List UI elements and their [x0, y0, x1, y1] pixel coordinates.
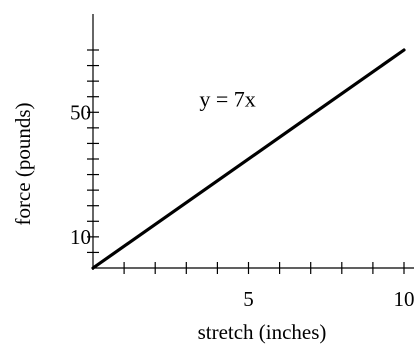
x-tick-label: 5	[243, 287, 254, 311]
axes	[92, 14, 414, 270]
labels: stretch (inches) force (pounds) 5 10 10 50 y…	[11, 86, 415, 344]
x-tick-label: 10	[394, 287, 415, 311]
series-line	[91, 48, 406, 270]
series	[91, 48, 406, 270]
y-tick-label: 50	[70, 100, 91, 124]
y-tick-label: 10	[70, 225, 91, 249]
y-axis-label: force (pounds)	[11, 102, 35, 225]
ticks	[87, 49, 405, 274]
equation-annotation: y = 7x	[199, 86, 255, 111]
x-axis-label: stretch (inches)	[198, 320, 327, 344]
